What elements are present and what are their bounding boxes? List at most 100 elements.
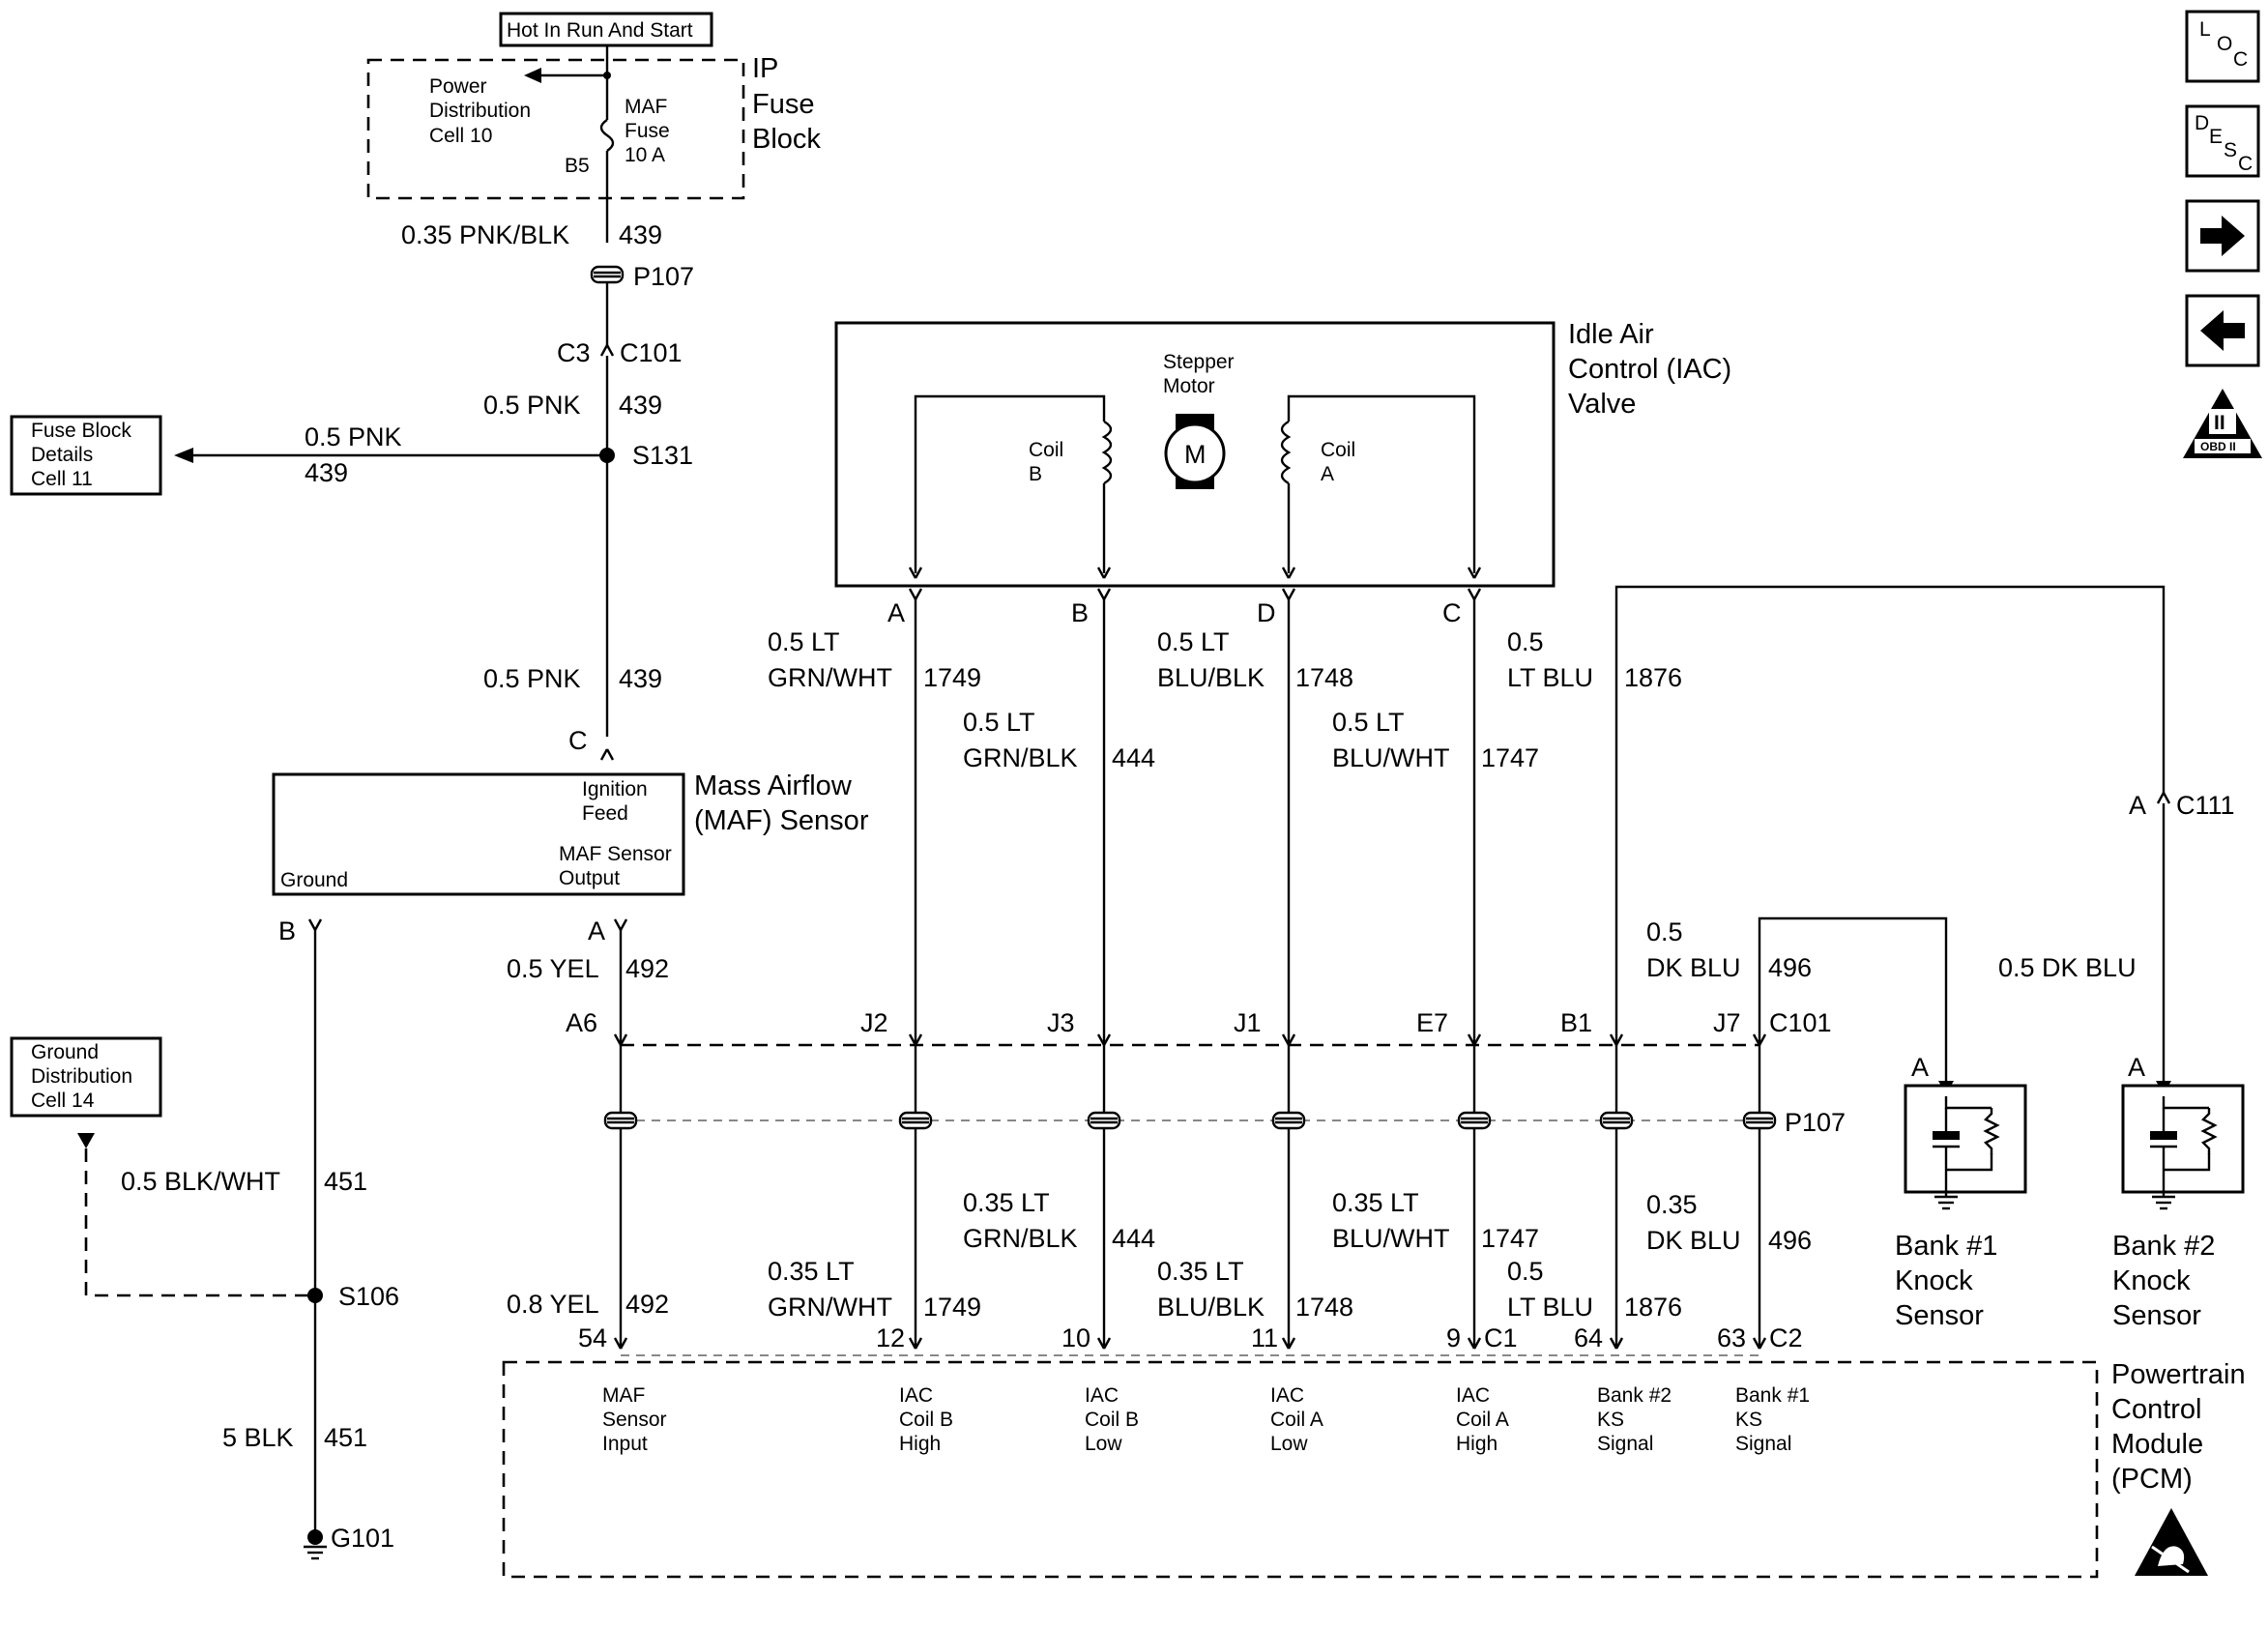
maf-pin-c: C: [568, 726, 588, 755]
ground-wire-5blk-label: 5 BLK: [222, 1423, 294, 1452]
pcm-label-maf-2: Sensor: [602, 1409, 667, 1431]
pcm-label-1747-3: High: [1456, 1433, 1497, 1455]
pcm-box: [502, 1360, 2099, 1579]
pcm-label-1748-3: Low: [1270, 1433, 1308, 1455]
desc-letter-c: C: [2238, 153, 2253, 175]
wire-1876-bot-color: LT BLU: [1507, 1293, 1593, 1322]
pcm-label-1749-3: High: [899, 1433, 941, 1455]
iac-title-3: Valve: [1568, 389, 1636, 420]
loc-letter-c: C: [2233, 48, 2248, 71]
iac-pin-a: A: [887, 598, 905, 627]
iac-pin-a-connector: [908, 587, 923, 601]
coil-b-icon: [1101, 420, 1113, 485]
c101-pin-j3: J3: [1047, 1008, 1075, 1037]
desc-letter-e: E: [2209, 126, 2223, 148]
svg-text:A: A: [1911, 1053, 1929, 1082]
pcm-label-1748-1: IAC: [1270, 1384, 1304, 1407]
wire-496-bot-gauge: 0.35: [1646, 1190, 1698, 1219]
pcm-label-1749-1: IAC: [899, 1384, 933, 1407]
maf-pin-b: B: [278, 916, 296, 945]
maf-feed-wire-label: 0.5 PNK: [483, 664, 581, 693]
pcm-label-maf-3: Input: [602, 1433, 648, 1455]
wire-1748-bot-circuit: 1748: [1295, 1293, 1353, 1322]
pcm-title-2: Control: [2111, 1394, 2202, 1425]
maf-pin-a-connector: [613, 917, 628, 932]
wire-496-top-color: DK BLU: [1646, 953, 1741, 982]
wire-439-top-circuit: 439: [619, 220, 662, 249]
iac-valve-box: [834, 321, 1556, 588]
pcm-connector-c1: C1: [1484, 1323, 1518, 1352]
wire-444-bot-gauge: 0.35 LT: [963, 1188, 1050, 1217]
c101-pin-j1: J1: [1234, 1008, 1262, 1037]
desc-letter-s: S: [2224, 139, 2237, 161]
splice-s106: [307, 1288, 323, 1303]
pcm-label-1876-2: KS: [1597, 1409, 1624, 1431]
coil-a-label-2: A: [1321, 463, 1334, 485]
wire-439-top-label: 0.35 PNK/BLK: [401, 220, 569, 249]
pcm-label-1876-3: Signal: [1597, 1433, 1653, 1455]
maf-sensor-output-1: MAF Sensor: [559, 843, 672, 865]
wire-496-top-gauge: 0.5: [1646, 917, 1683, 946]
pcm-label-444-1: IAC: [1085, 1384, 1119, 1407]
svg-text:Cell 14: Cell 14: [31, 1090, 95, 1112]
next-arrow-button[interactable]: [2185, 199, 2260, 273]
pcm-pin-11: 11: [1251, 1323, 1278, 1352]
pcm-label-496-3: Signal: [1735, 1433, 1791, 1455]
wire-1876-top-color: LT BLU: [1507, 663, 1593, 692]
c101-connector-icon: [599, 343, 615, 358]
pcm-pin-9: 9: [1446, 1323, 1461, 1352]
esd-sensitive-icon: [2135, 1508, 2208, 1576]
bank1-knock-label-2: Knock: [1895, 1265, 1973, 1296]
wire-496-bot-circuit: 496: [1768, 1226, 1812, 1255]
iac-pin-d: D: [1257, 598, 1276, 627]
wire-439-mid-label: 0.5 PNK: [483, 391, 581, 420]
loc-letter-l: L: [2199, 18, 2211, 41]
pcm-pin-64: 64: [1574, 1323, 1603, 1352]
wire-1876-top-circuit: 1876: [1624, 663, 1682, 692]
ground-distribution-link[interactable]: Ground Distribution Cell 14: [10, 1036, 162, 1118]
obd-numeral: II: [2214, 412, 2225, 434]
wire-1749-bot-color: GRN/WHT: [768, 1293, 892, 1322]
pcm-label-1747-1: IAC: [1456, 1384, 1490, 1407]
pcm-pin-12: 12: [876, 1323, 905, 1352]
previous-arrow-button[interactable]: [2185, 294, 2260, 367]
pcm-pin-63: 63: [1717, 1323, 1746, 1352]
wire-1747-top-gauge: 0.5 LT: [1332, 708, 1405, 737]
maf-ground-label: Ground: [280, 869, 348, 891]
description-button[interactable]: D E S C: [2185, 104, 2260, 178]
pcm-title-3: Module: [2111, 1429, 2203, 1460]
pcm-title-4: (PCM): [2111, 1464, 2193, 1495]
wire-1747-bot-color: BLU/WHT: [1332, 1224, 1450, 1253]
svg-text:Ground: Ground: [31, 1041, 99, 1063]
p107-label-row: P107: [1785, 1108, 1846, 1137]
bank2-ks-wire-label: 0.5 DK BLU: [1998, 953, 2137, 982]
iac-pin-b-connector: [1096, 587, 1112, 601]
c101-pin-j7: J7: [1713, 1008, 1741, 1037]
c101-pin-a6: A6: [566, 1008, 597, 1037]
maf-pcm-wire-circuit: 492: [625, 1290, 669, 1319]
c101-pin-e7: E7: [1416, 1008, 1448, 1037]
ip-fuse-block-title-1: IP: [752, 53, 778, 84]
pcm-label-maf-1: MAF: [602, 1384, 645, 1407]
svg-text:Hot In Run And Start: Hot In Run And Start: [507, 19, 693, 42]
location-button[interactable]: L O C: [2185, 10, 2260, 83]
svg-text:Cell 11: Cell 11: [31, 468, 93, 490]
wire-1749-top-color: GRN/WHT: [768, 663, 892, 692]
bank2-knock-label-2: Knock: [2112, 1265, 2191, 1296]
pcm-pin-10: 10: [1061, 1323, 1090, 1352]
c101-pin-b1: B1: [1560, 1008, 1592, 1037]
power-distribution-label-1: Power: [429, 75, 487, 98]
wire-496-bot-color: DK BLU: [1646, 1226, 1741, 1255]
ip-fuse-block-title-2: Fuse: [752, 89, 814, 120]
obd2-icon: II OBD II: [2183, 389, 2262, 458]
pcm-label-1749-2: Coil B: [899, 1409, 953, 1431]
wire-1876-bot-gauge: 0.5: [1507, 1257, 1544, 1286]
pcm-label-1748-2: Coil A: [1270, 1409, 1323, 1431]
maf-feed-wire-circuit: 439: [619, 664, 662, 693]
iac-pin-c: C: [1442, 598, 1462, 627]
ground-wire-5blk-circuit: 451: [324, 1423, 367, 1452]
fuse-block-details-link[interactable]: Fuse Block Details Cell 11: [10, 415, 162, 496]
wire-1747-bot-circuit: 1747: [1481, 1224, 1539, 1253]
maf-ignition-feed-1: Ignition: [582, 778, 648, 800]
pcm-label-444-3: Low: [1085, 1433, 1122, 1455]
